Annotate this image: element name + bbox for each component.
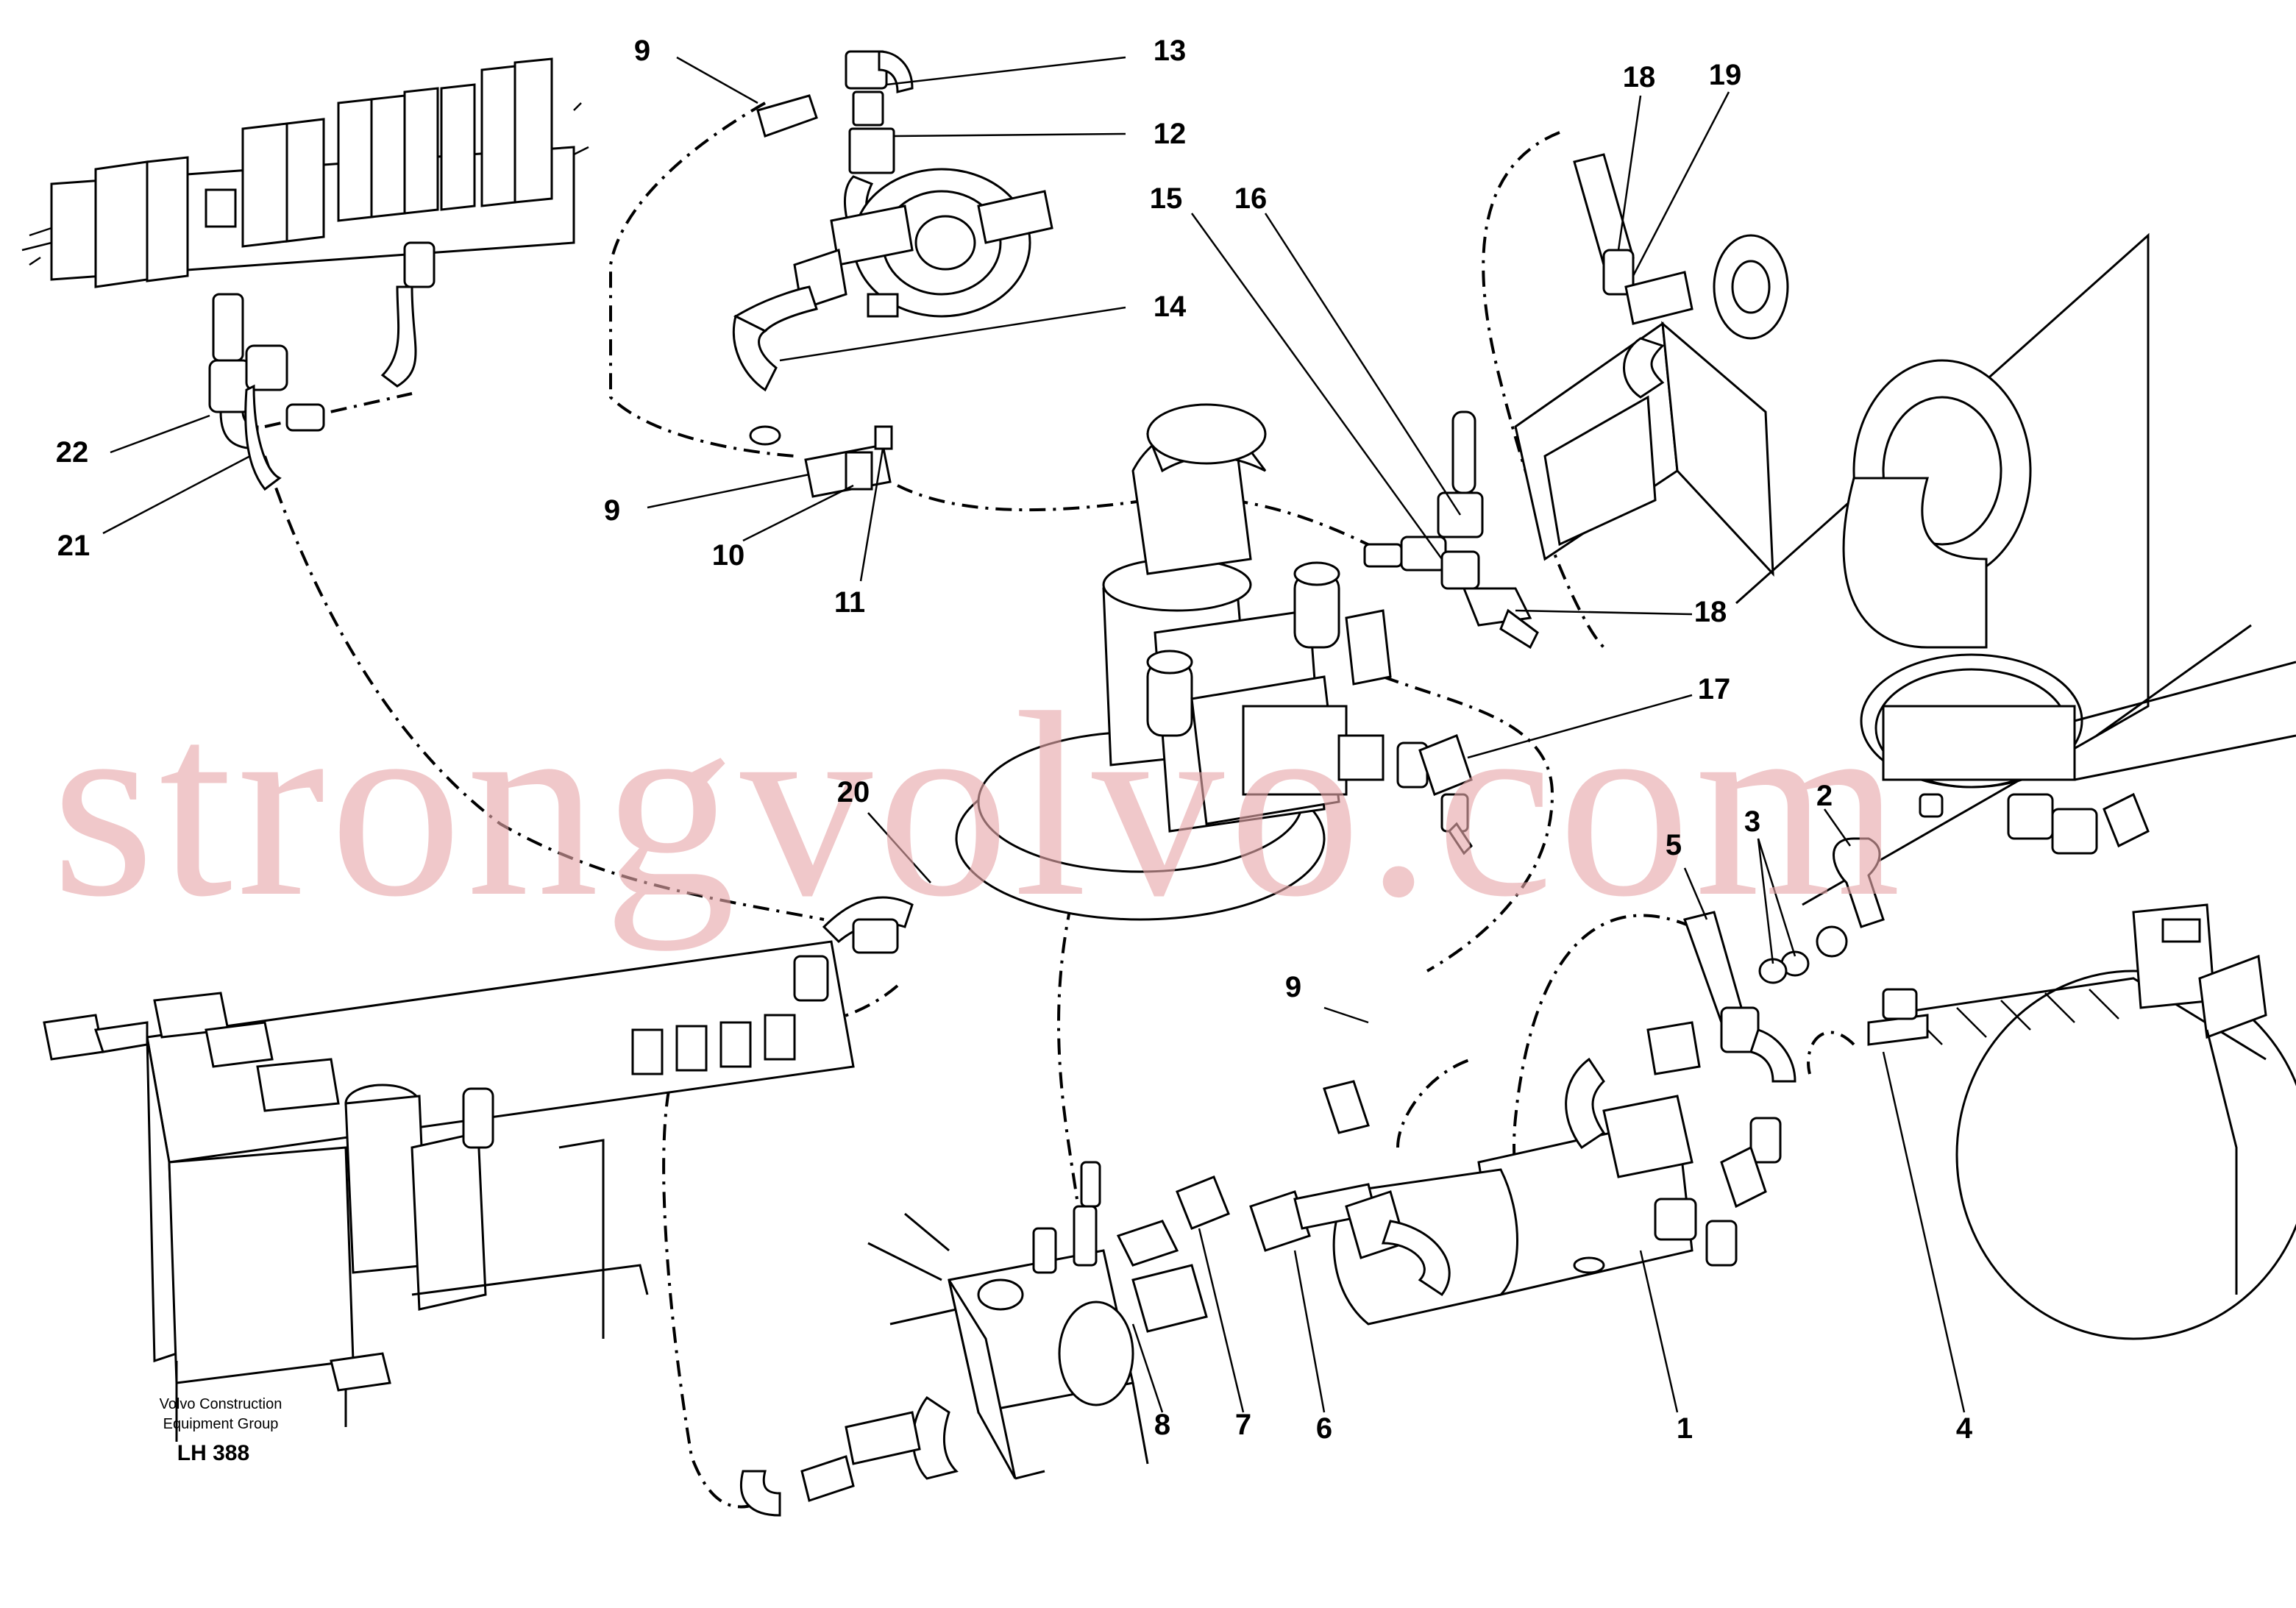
callout-7: 7 — [1235, 1409, 1251, 1441]
callout-labels: 1 2 3 4 5 6 7 8 9 9 9 10 11 12 13 14 15 … — [56, 35, 1973, 1445]
company-name-line1: Volvo Construction — [160, 1396, 282, 1412]
gearbox — [1867, 903, 2296, 1340]
callout-9-top: 9 — [634, 35, 650, 67]
callout-16: 16 — [1234, 182, 1268, 215]
callout-3: 3 — [1744, 805, 1760, 838]
pump-assembly — [732, 50, 1053, 392]
callout-4: 4 — [1956, 1412, 1973, 1445]
watermark-text: strongvolvo.com — [51, 658, 1905, 952]
callout-1: 1 — [1677, 1412, 1693, 1445]
callout-12: 12 — [1154, 118, 1187, 150]
callout-8: 8 — [1154, 1409, 1170, 1441]
callout-18-mid: 18 — [1694, 596, 1727, 628]
callout-18-top: 18 — [1623, 61, 1656, 93]
callout-20: 20 — [837, 776, 870, 808]
small-fittings-right — [1683, 837, 1885, 1267]
drawing-code: LH 388 — [177, 1441, 249, 1465]
leader-lines — [102, 56, 1966, 1413]
valve-bank-bottom — [43, 896, 914, 1442]
clamp-set — [749, 425, 893, 498]
callout-10: 10 — [712, 539, 745, 572]
callout-13: 13 — [1154, 35, 1187, 67]
title-block: Volvo Construction Equipment Group LH 38… — [160, 1396, 282, 1465]
fittings-left — [208, 241, 436, 491]
callout-6: 6 — [1316, 1412, 1332, 1445]
callout-9-mid: 9 — [604, 494, 620, 527]
callout-22: 22 — [56, 436, 89, 469]
callout-17: 17 — [1698, 673, 1731, 705]
company-name-line2: Equipment Group — [163, 1416, 279, 1432]
callout-2: 2 — [1816, 780, 1833, 812]
callout-9-lower: 9 — [1285, 971, 1301, 1003]
callout-11: 11 — [834, 586, 865, 619]
callout-21: 21 — [57, 530, 90, 562]
callout-5: 5 — [1666, 829, 1682, 861]
swivel-assembly — [955, 403, 1392, 921]
air-duct — [1735, 232, 2296, 906]
bracket-assembly — [1514, 153, 1789, 577]
callout-15: 15 — [1150, 182, 1183, 215]
distribution-block — [739, 918, 1451, 1517]
callout-14: 14 — [1154, 291, 1187, 323]
valve-bank-top — [21, 57, 589, 288]
cylinder — [1332, 1021, 1701, 1326]
hose-routes — [263, 102, 1855, 1509]
callout-19: 19 — [1709, 59, 1742, 91]
